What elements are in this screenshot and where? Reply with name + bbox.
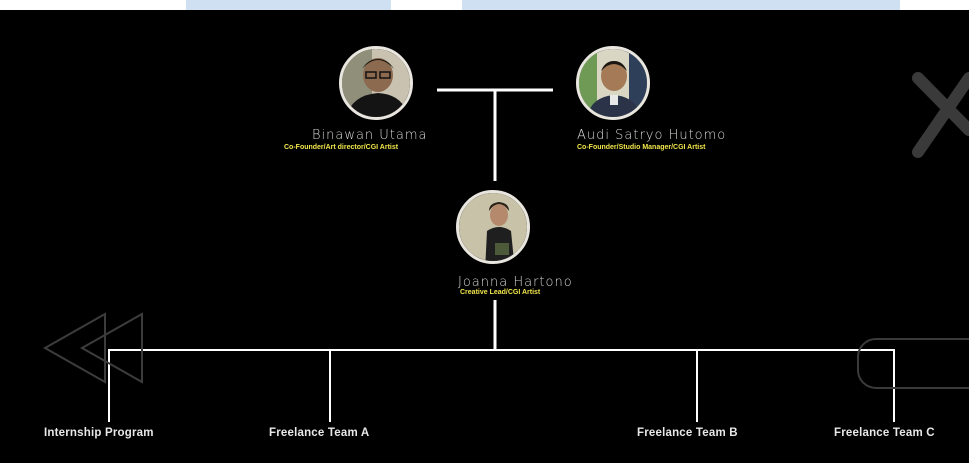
avatar-binawan [339,46,413,120]
team-label-internship: Internship Program [44,427,154,439]
browser-top-strip [0,0,969,10]
person-name-joanna: Joanna Hartono [458,275,573,290]
team-label-freelance-b: Freelance Team B [637,427,738,439]
rewind-icon[interactable] [42,312,146,386]
team-label-freelance-c: Freelance Team C [834,427,935,439]
person-name-audi: Audi Satryo Hutomo [577,128,727,143]
next-tab-icon[interactable] [857,338,969,390]
person-role-audi: Co-Founder/Studio Manager/CGI Artist [577,144,706,151]
avatar-joanna [456,190,530,264]
person-name-binawan: Binawan Utama [312,128,428,143]
person-role-joanna: Creative Lead/CGI Artist [460,289,541,296]
close-icon[interactable] [910,72,969,160]
person-role-binawan: Co-Founder/Art director/CGI Artist [284,144,399,151]
team-label-freelance-a: Freelance Team A [269,427,370,439]
top-tab-2 [462,0,900,10]
top-tab-1 [186,0,391,10]
avatar-audi [576,46,650,120]
